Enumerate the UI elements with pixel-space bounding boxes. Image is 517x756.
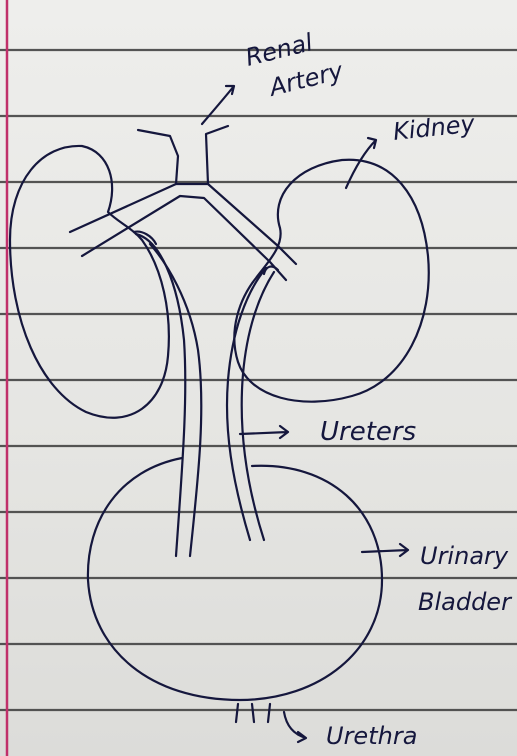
ureters-arrow [240,426,288,438]
renal-vein [82,196,286,280]
bladder-arrow [362,544,408,556]
aorta [138,130,178,184]
left-kidney [10,146,169,418]
right-kidney [234,160,428,402]
urethra [236,704,270,722]
renal-artery-arrow [202,86,234,124]
vena-cava [206,126,228,184]
urethra-label: Urethra [326,722,417,750]
urinary-bladder-label-line1: Urinary [420,542,509,570]
right-ureter [227,268,266,540]
ureters-label: Ureters [320,417,416,447]
urethra-arrow [284,712,306,742]
urinary-bladder-label-line2: Bladder [418,588,513,616]
